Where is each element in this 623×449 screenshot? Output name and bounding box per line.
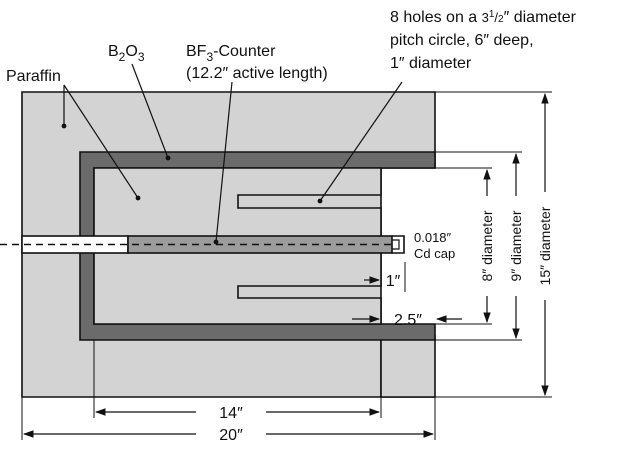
cd-cap-label-line2: Cd cap bbox=[414, 246, 455, 261]
paraffin-lower-right bbox=[380, 335, 436, 398]
cd-cap-inner bbox=[392, 239, 400, 250]
counter-leader bbox=[213, 81, 233, 245]
counter-tube bbox=[127, 235, 393, 254]
b2o3-leader bbox=[131, 63, 171, 161]
dim-15-label: 15″ diameter bbox=[537, 206, 553, 285]
dim-14-label: 14″ bbox=[219, 405, 243, 422]
holes-label-line3: 1″ diameter bbox=[390, 55, 472, 72]
holes-leader bbox=[317, 81, 403, 204]
dim-8-label: 8″ diameter bbox=[479, 210, 495, 281]
counter-label: BF3-Counter bbox=[186, 43, 276, 64]
counter-length-label: (12.2″ active length) bbox=[186, 65, 328, 82]
dim-2-5-label: 2.5″ bbox=[394, 312, 422, 329]
dim-20-label: 20″ bbox=[219, 427, 243, 444]
paraffin-leader-2 bbox=[63, 84, 141, 201]
b2o3-label: B2O3 bbox=[108, 43, 145, 64]
dim-1-label: 1″ bbox=[386, 273, 401, 290]
holes-label-line2: pitch circle, 6″ deep, bbox=[390, 32, 534, 49]
dim-9-label: 9″ diameter bbox=[508, 210, 524, 281]
paraffin-label: Paraffin bbox=[6, 68, 61, 85]
cd-cap bbox=[392, 235, 405, 254]
holes-label-line1: 8 holes on a 31/2″ diameter bbox=[390, 9, 577, 26]
cd-cap-label-line1: 0.018″ bbox=[414, 230, 452, 245]
